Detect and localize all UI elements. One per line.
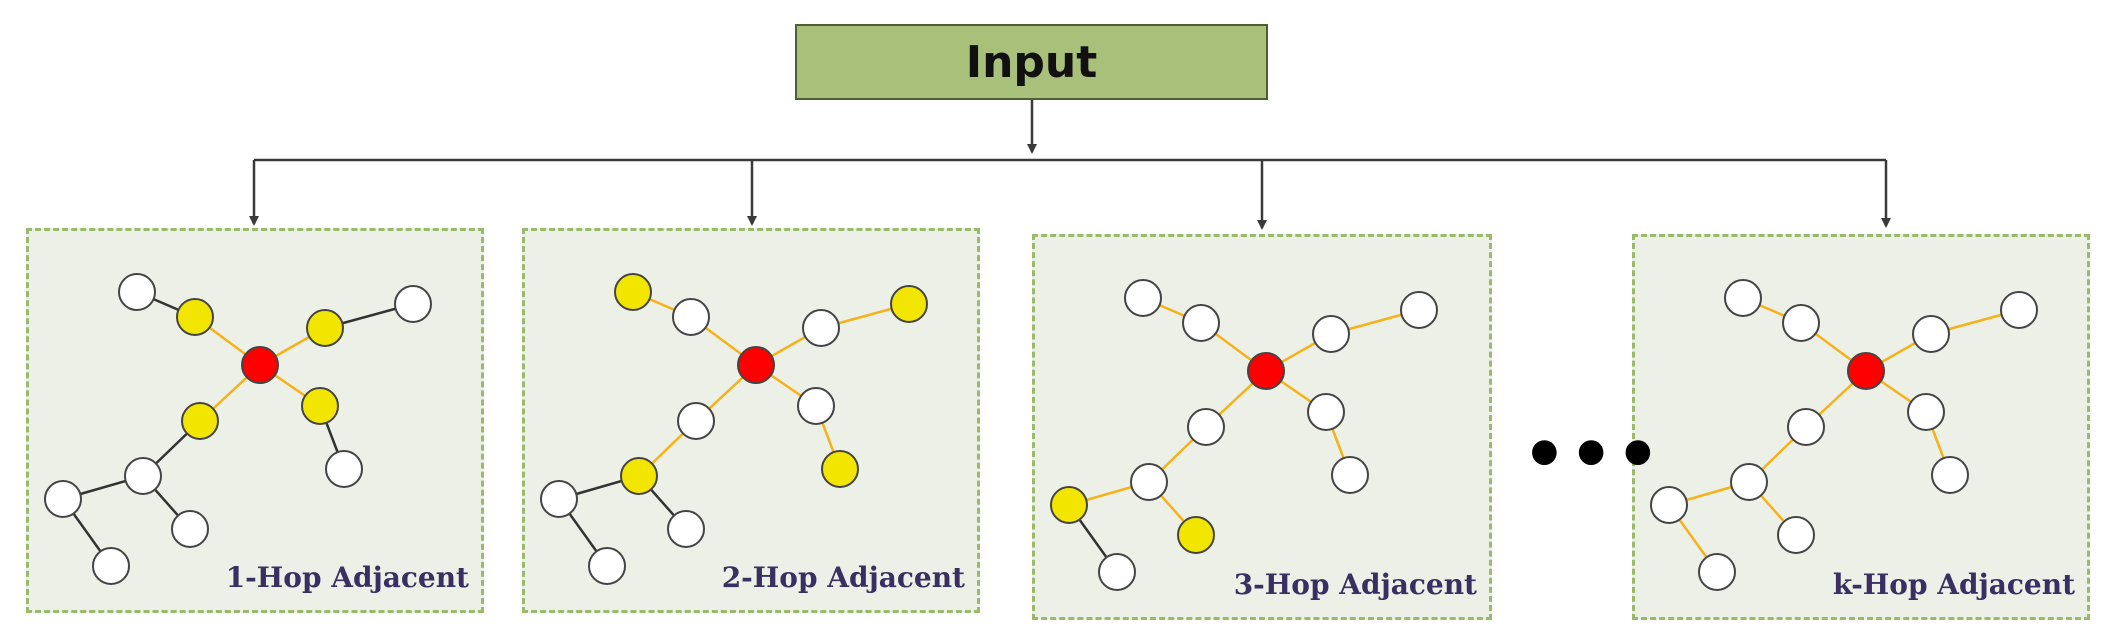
highlighted-node — [614, 273, 652, 311]
panel-label-3-hop: 3-Hop Adjacent — [1233, 568, 1477, 601]
graph-3-hop — [1050, 279, 1438, 591]
graph-node — [802, 309, 840, 347]
graph-node — [1400, 291, 1438, 329]
panel-label-k-hop: k-Hop Adjacent — [1832, 568, 2075, 601]
graph-node — [1698, 553, 1736, 591]
graph-node — [1331, 456, 1369, 494]
graph-node — [1130, 463, 1168, 501]
connector-lines — [249, 100, 1891, 230]
input-box: Input — [795, 24, 1268, 100]
graph-node — [1730, 463, 1768, 501]
graph-node — [124, 457, 162, 495]
graph-node — [1124, 279, 1162, 317]
panel-label-2-hop: 2-Hop Adjacent — [721, 561, 965, 594]
center-node — [1847, 352, 1885, 390]
graph-2-hop — [540, 273, 928, 585]
graph-node — [171, 510, 209, 548]
graph-node — [1912, 315, 1950, 353]
graph-node — [1782, 304, 1820, 342]
graph-node — [797, 387, 835, 425]
graph-node — [2000, 291, 2038, 329]
highlighted-node — [306, 309, 344, 347]
graph-node — [1787, 408, 1825, 446]
center-node — [737, 346, 775, 384]
panel-k-hop: k-Hop Adjacent — [1632, 234, 2090, 620]
panel-1-hop: 1-Hop Adjacent — [26, 228, 484, 613]
graph-node — [1307, 393, 1345, 431]
graph-node — [325, 450, 363, 488]
highlighted-node — [620, 457, 658, 495]
graph-node — [1724, 279, 1762, 317]
graph-node — [672, 298, 710, 336]
graph-node — [1650, 486, 1688, 524]
highlighted-node — [176, 298, 214, 336]
graph-node — [1931, 456, 1969, 494]
graph-node — [1777, 516, 1815, 554]
highlighted-node — [821, 450, 859, 488]
center-node — [1247, 352, 1285, 390]
graph-node — [1907, 393, 1945, 431]
highlighted-node — [1177, 516, 1215, 554]
ellipsis: ••• — [1522, 414, 1663, 496]
graph-node — [394, 285, 432, 323]
highlighted-node — [890, 285, 928, 323]
panel-label-1-hop: 1-Hop Adjacent — [225, 561, 469, 594]
graph-node — [588, 547, 626, 585]
panel-2-hop: 2-Hop Adjacent — [522, 228, 980, 613]
graph-node — [677, 402, 715, 440]
input-label: Input — [965, 36, 1098, 88]
graph-node — [1182, 304, 1220, 342]
graph-node — [44, 480, 82, 518]
panel-3-hop: 3-Hop Adjacent — [1032, 234, 1492, 620]
graph-k-hop — [1650, 279, 2038, 591]
graph-node — [118, 273, 156, 311]
graph-node — [1098, 553, 1136, 591]
graph-node — [1312, 315, 1350, 353]
highlighted-node — [301, 387, 339, 425]
graph-node — [92, 547, 130, 585]
highlighted-node — [1050, 486, 1088, 524]
graph-node — [667, 510, 705, 548]
center-node — [241, 346, 279, 384]
graph-node — [1187, 408, 1225, 446]
graph-1-hop — [44, 273, 432, 585]
highlighted-node — [181, 402, 219, 440]
graph-node — [540, 480, 578, 518]
